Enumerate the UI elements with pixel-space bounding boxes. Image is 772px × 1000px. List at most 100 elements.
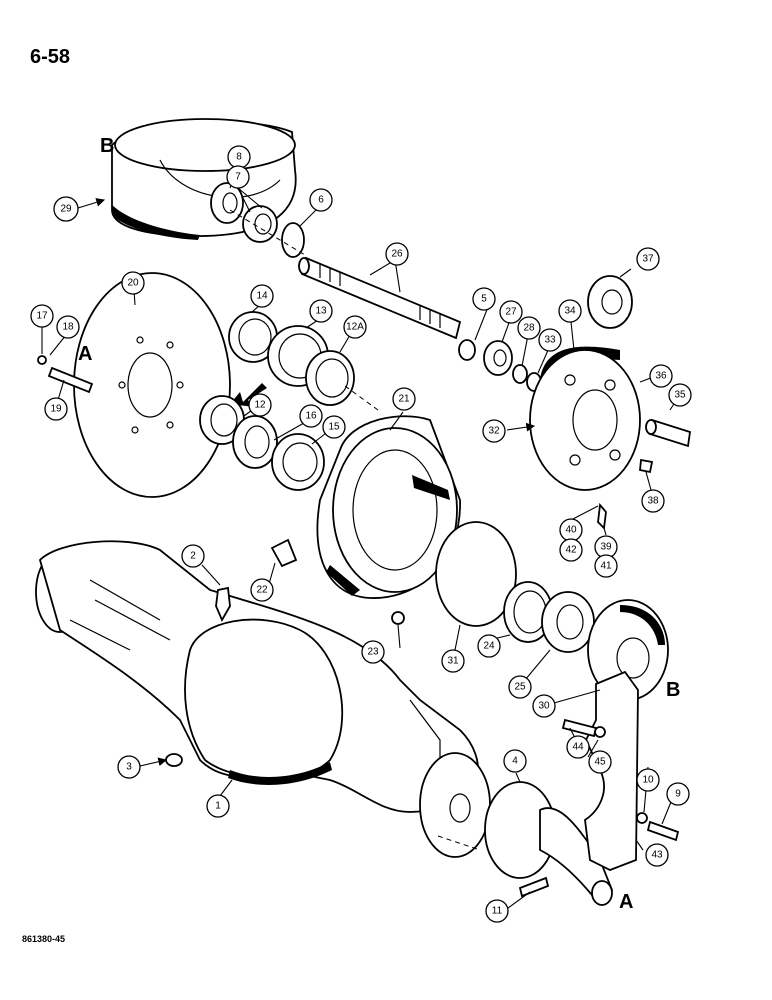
svg-text:15: 15 [328, 422, 340, 433]
callout-12a: 12A [343, 315, 367, 339]
thrust-washers [242, 205, 278, 243]
callout-16: 16 [299, 404, 323, 428]
svg-text:12: 12 [254, 400, 266, 411]
svg-text:2: 2 [190, 551, 196, 562]
wheel-stud [270, 538, 298, 568]
bracket-bolts [561, 718, 680, 842]
svg-text:45: 45 [594, 757, 606, 768]
callout-3: 3 [117, 755, 141, 779]
svg-text:36: 36 [655, 371, 667, 382]
callout-23: 23 [361, 640, 385, 664]
callout-34: 34 [558, 299, 582, 323]
reference-letter-b-gear: B [666, 679, 680, 701]
svg-text:27: 27 [505, 307, 517, 318]
axle-shaft [484, 781, 614, 906]
callout-42: 42 [559, 538, 583, 562]
svg-text:1: 1 [215, 801, 221, 812]
callout-29: 29 [53, 196, 79, 222]
breather-fitting [215, 586, 231, 623]
svg-text:18: 18 [62, 322, 74, 333]
wheel-bolt [518, 876, 550, 898]
callout-19: 19 [44, 397, 68, 421]
svg-text:10: 10 [642, 775, 654, 786]
callout-43: 43 [645, 843, 669, 867]
svg-text:13: 13 [315, 306, 327, 317]
callout-18: 18 [56, 315, 80, 339]
callout-7: 7 [226, 165, 250, 189]
callout-20: 20 [121, 271, 145, 295]
callout-22: 22 [250, 578, 274, 602]
svg-text:16: 16 [305, 411, 317, 422]
callout-38: 38 [641, 489, 665, 513]
svg-text:7: 7 [235, 172, 241, 183]
callout-12: 12 [248, 393, 272, 417]
tapered-bearing [541, 591, 595, 653]
svg-text:21: 21 [398, 394, 410, 405]
svg-text:39: 39 [600, 542, 612, 553]
callout-1: 1 [206, 794, 230, 818]
svg-text:20: 20 [127, 278, 139, 289]
carrier-bolt [597, 502, 607, 530]
planet-gear [210, 182, 244, 224]
callout-28: 28 [517, 316, 541, 340]
callout-37: 37 [636, 247, 660, 271]
drive-shaft [298, 256, 462, 340]
svg-text:29: 29 [60, 204, 72, 215]
seal [435, 521, 517, 627]
svg-text:23: 23 [367, 647, 379, 658]
callout-25: 25 [508, 675, 532, 699]
callout-27: 27 [499, 300, 523, 324]
callout-14: 14 [250, 284, 274, 308]
callout-15: 15 [322, 415, 346, 439]
callout-30: 30 [532, 694, 556, 718]
svg-text:42: 42 [565, 545, 577, 556]
svg-text:26: 26 [391, 249, 403, 260]
planet-pin [645, 418, 691, 448]
callout-5: 5 [472, 287, 496, 311]
drawing-code: 861380-45 [22, 934, 66, 944]
callout-2: 2 [181, 544, 205, 568]
svg-text:17: 17 [36, 311, 48, 322]
svg-text:12A: 12A [346, 322, 364, 333]
callout-31: 31 [441, 649, 465, 673]
svg-text:19: 19 [50, 404, 62, 415]
callout-36: 36 [649, 364, 673, 388]
disc-bolt [37, 355, 94, 394]
reference-letter-b-ring: B [100, 135, 114, 157]
assembly-centerline [229, 209, 306, 256]
svg-text:30: 30 [538, 701, 550, 712]
wheel-bearings [199, 395, 325, 491]
svg-text:14: 14 [256, 291, 268, 302]
svg-text:33: 33 [544, 335, 556, 346]
axle-housing [35, 540, 479, 813]
plug [391, 611, 405, 625]
svg-text:11: 11 [492, 906, 503, 917]
svg-text:8: 8 [236, 152, 242, 163]
callout-17: 17 [30, 304, 54, 328]
svg-text:31: 31 [447, 656, 459, 667]
callout-21: 21 [392, 387, 416, 411]
callout-6: 6 [309, 188, 333, 212]
svg-text:5: 5 [481, 294, 487, 305]
callout-40: 40 [559, 518, 583, 542]
callout-26: 26 [385, 242, 409, 266]
callout-8: 8 [227, 145, 251, 169]
svg-text:25: 25 [514, 682, 526, 693]
svg-text:9: 9 [675, 789, 681, 800]
callout-24: 24 [477, 634, 501, 658]
callout-13: 13 [309, 299, 333, 323]
svg-text:6: 6 [318, 195, 324, 206]
svg-text:32: 32 [488, 426, 500, 437]
svg-text:34: 34 [564, 306, 576, 317]
drain-plug [165, 753, 183, 767]
callout-10: 10 [636, 768, 660, 792]
svg-text:4: 4 [512, 756, 518, 767]
planet-carrier [529, 346, 641, 491]
callout-9: 9 [666, 782, 690, 806]
callout-11: 11 [485, 899, 509, 923]
direction-arrow [230, 383, 267, 407]
snap-ring [281, 222, 305, 258]
callout-45: 45 [588, 750, 612, 774]
svg-text:44: 44 [572, 742, 584, 753]
